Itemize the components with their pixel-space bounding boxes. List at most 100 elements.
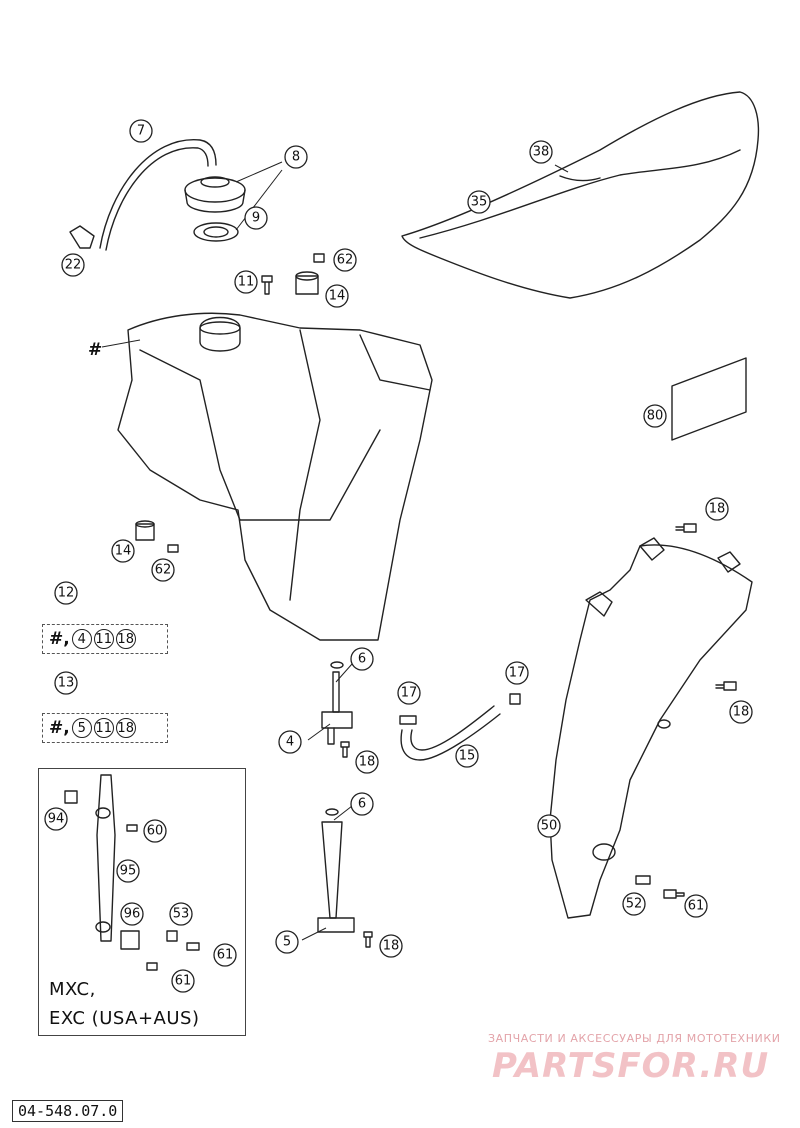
callout-61: 61 (213, 943, 237, 967)
callout-80: 80 (643, 404, 667, 428)
spacer-bushing (295, 275, 319, 295)
svg-text:62: 62 (155, 563, 172, 578)
bolt (715, 681, 737, 691)
callout-96: 96 (120, 902, 144, 926)
bushing (64, 790, 78, 804)
bolt (146, 962, 158, 971)
kit-part-number: 5 (71, 718, 92, 738)
svg-text:12: 12 (58, 586, 75, 601)
svg-text:14: 14 (115, 544, 132, 559)
callout-95: 95 (116, 859, 140, 883)
bolt (663, 889, 685, 899)
callout-17: 17 (505, 661, 529, 685)
callout-6: 6 (350, 792, 374, 816)
hose-fitting (69, 225, 95, 249)
seat (401, 91, 760, 299)
callout-50: 50 (537, 814, 561, 838)
fuel-hose (400, 713, 501, 761)
svg-text:18: 18 (359, 755, 376, 770)
callout-18: 18 (355, 750, 379, 774)
svg-text:7: 7 (137, 124, 145, 139)
document-number: 04-548.07.0 (12, 1100, 124, 1122)
callout-18: 18 (729, 700, 753, 724)
svg-text:80: 80 (647, 409, 664, 424)
kit-part-number: 18 (115, 718, 136, 738)
screw (363, 931, 373, 948)
callout-13: 13 (54, 671, 78, 695)
svg-text:22: 22 (65, 258, 82, 273)
svg-text:61: 61 (217, 948, 234, 963)
bolt (675, 523, 697, 533)
svg-text:17: 17 (509, 666, 526, 681)
rubber-mount (120, 930, 140, 950)
washer (635, 875, 651, 885)
callout-5: 5 (275, 930, 299, 954)
fuel-tank (117, 312, 433, 641)
callout-4: 4 (278, 730, 302, 754)
callout-17: 17 (397, 681, 421, 705)
tank-hash-label: # (88, 340, 102, 360)
svg-text:6: 6 (358, 652, 366, 667)
svg-text:15: 15 (459, 749, 476, 764)
fuel-tap-long (321, 821, 343, 919)
svg-text:38: 38 (533, 145, 550, 160)
callout-9: 9 (244, 206, 268, 230)
callout-35: 35 (467, 190, 491, 214)
svg-text:52: 52 (626, 897, 643, 912)
kit-13-contents: #, 5 11 18 (42, 713, 168, 743)
callout-38: 38 (529, 140, 553, 164)
svg-text:50: 50 (541, 819, 558, 834)
o-ring (325, 808, 339, 816)
screw (261, 275, 273, 295)
watermark-logo: PARTSFOR.RU (492, 1046, 770, 1086)
svg-text:61: 61 (688, 899, 705, 914)
svg-text:96: 96 (124, 907, 141, 922)
nut (313, 253, 325, 263)
callout-22: 22 (61, 253, 85, 277)
kit-part-number: 11 (93, 629, 114, 649)
callout-18: 18 (705, 497, 729, 521)
bolt (126, 824, 138, 832)
kit-hash: #, (49, 629, 70, 649)
svg-text:94: 94 (48, 812, 65, 827)
svg-text:35: 35 (471, 195, 488, 210)
cap-gasket (193, 222, 239, 242)
svg-text:9: 9 (252, 211, 260, 226)
hose-clamp (509, 693, 521, 705)
breather-hose (105, 147, 209, 251)
callout-15: 15 (455, 744, 479, 768)
callout-62: 62 (333, 248, 357, 272)
svg-text:4: 4 (286, 735, 294, 750)
svg-text:60: 60 (147, 824, 164, 839)
callout-7: 7 (129, 119, 153, 143)
svg-text:95: 95 (120, 864, 137, 879)
kit-12-contents: #, 4 11 18 (42, 624, 168, 654)
svg-text:53: 53 (173, 907, 190, 922)
svg-text:17: 17 (401, 686, 418, 701)
callout-53: 53 (169, 902, 193, 926)
o-ring (330, 661, 344, 669)
callout-61: 61 (684, 894, 708, 918)
callout-52: 52 (622, 892, 646, 916)
svg-text:6: 6 (358, 797, 366, 812)
svg-text:8: 8 (292, 150, 300, 165)
callout-11: 11 (234, 270, 258, 294)
fuel-tap (332, 671, 340, 713)
svg-text:18: 18 (709, 502, 726, 517)
washer (166, 930, 178, 942)
svg-text:13: 13 (58, 676, 75, 691)
callout-94: 94 (44, 807, 68, 831)
spacer-bushing (135, 523, 155, 541)
callout-18: 18 (379, 934, 403, 958)
nut (167, 544, 179, 553)
svg-text:14: 14 (329, 289, 346, 304)
svg-text:61: 61 (175, 974, 192, 989)
svg-text:62: 62 (337, 253, 354, 268)
bolt (186, 942, 200, 951)
callout-8: 8 (284, 145, 308, 169)
ktm-sticker (671, 357, 747, 441)
svg-text:11: 11 (238, 275, 255, 290)
callout-6: 6 (350, 647, 374, 671)
watermark-caption: ЗАПЧАСТИ И АКСЕССУАРЫ ДЛЯ МОТОТЕХНИКИ (488, 1032, 781, 1045)
